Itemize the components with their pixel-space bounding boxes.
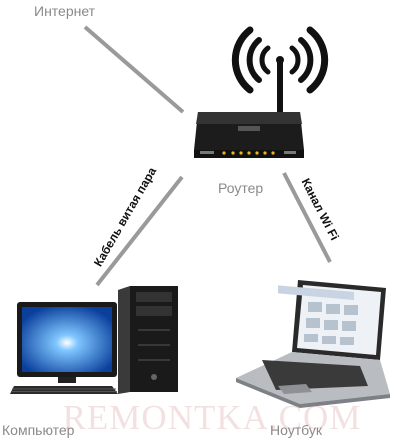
- internet-label: Интернет: [34, 3, 96, 19]
- computer-monitor-icon: [17, 302, 117, 383]
- router-label: Роутер: [218, 180, 264, 196]
- laptop-label: Ноутбук: [270, 422, 322, 438]
- router-icon: [194, 56, 304, 158]
- internet-connection-line: [83, 25, 185, 114]
- computer-label: Компьютер: [2, 422, 75, 438]
- laptop-icon: [236, 280, 390, 408]
- watermark: REMONTKA.COM: [62, 398, 362, 437]
- cable-connection-line: [95, 175, 184, 287]
- wifi-signal-icon: [231, 26, 329, 94]
- pc-tower-icon: [118, 286, 178, 394]
- wifi-connection-line: [282, 172, 332, 263]
- keyboard-icon: [10, 386, 118, 394]
